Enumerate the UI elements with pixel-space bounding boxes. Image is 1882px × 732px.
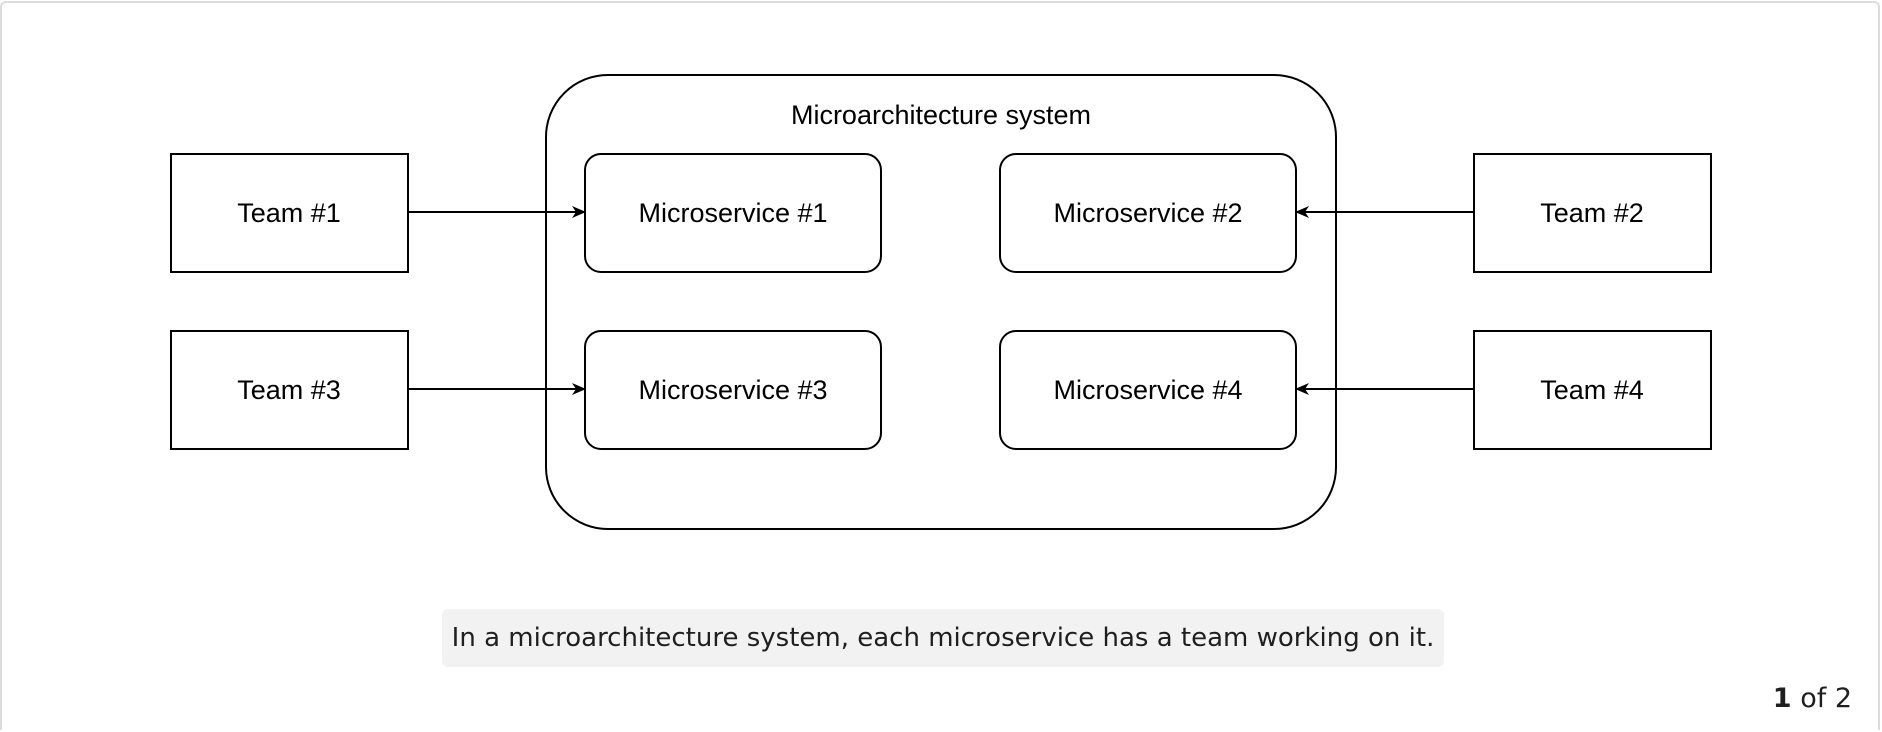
figure-caption: In a microarchitecture system, each micr… [442,609,1444,667]
pager-current: 1 [1772,683,1792,714]
team-label: Team #1 [237,198,341,228]
team-label: Team #3 [237,375,341,405]
team-node: Team #1 [170,153,409,273]
team-label: Team #2 [1540,198,1644,228]
microservice-label: Microservice #4 [1053,375,1242,405]
caption-text: In a microarchitecture system, each micr… [451,623,1435,653]
team-label: Team #4 [1540,375,1644,405]
microarchitecture-diagram: Microarchitecture system Team #1 Team #2… [170,74,1712,530]
team-node: Team #4 [1473,330,1712,450]
microservice-label: Microservice #2 [1053,198,1242,228]
pager-total: 2 [1834,683,1852,714]
pager-separator: of [1800,683,1827,714]
microservice-node: Microservice #1 [584,153,882,273]
microservice-node: Microservice #4 [999,330,1297,450]
team-node: Team #2 [1473,153,1712,273]
microservice-label: Microservice #3 [638,375,827,405]
team-node: Team #3 [170,330,409,450]
microservice-node: Microservice #3 [584,330,882,450]
microservice-label: Microservice #1 [638,198,827,228]
microservice-node: Microservice #2 [999,153,1297,273]
system-container: Microarchitecture system [545,74,1337,530]
system-title: Microarchitecture system [791,100,1091,130]
slide-pager: 1 of 2 [1773,683,1852,714]
